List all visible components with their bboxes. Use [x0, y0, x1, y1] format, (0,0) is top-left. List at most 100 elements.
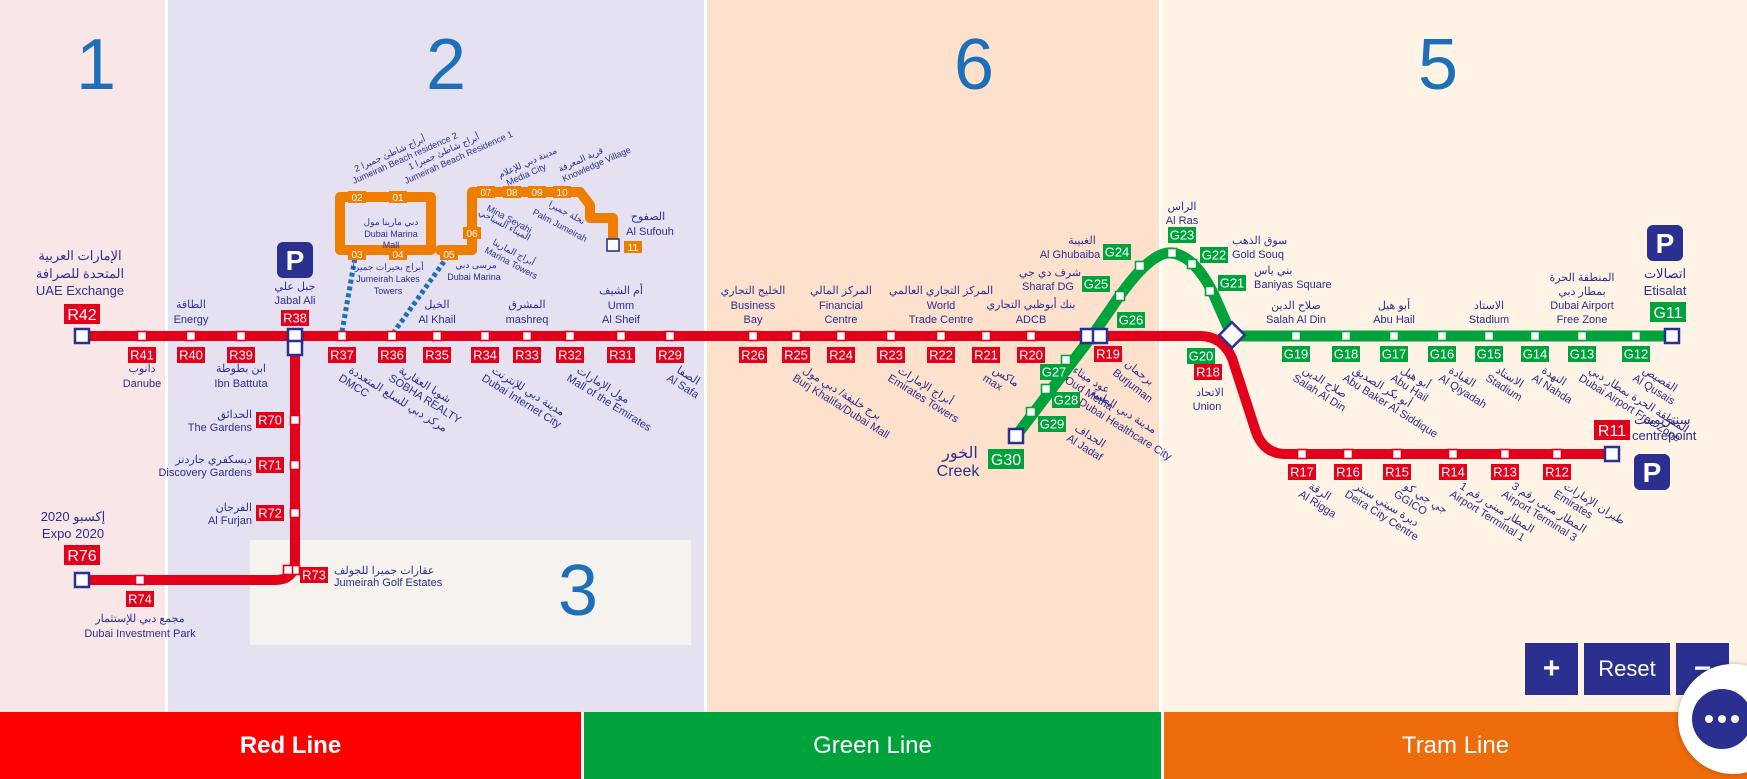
parking-icon[interactable]: P — [1647, 225, 1683, 261]
station-stop — [664, 330, 676, 342]
station-code: R13 — [1493, 465, 1517, 480]
zone-3-background — [250, 540, 691, 645]
station-code: R40 — [179, 348, 203, 363]
station-label: Dubai Investment Park — [84, 628, 196, 640]
tram-code-badge — [528, 186, 546, 198]
station-code-badge — [64, 545, 100, 565]
station-code-badge — [256, 505, 284, 521]
zone-1-label: 1 — [76, 25, 117, 105]
tram-station-code: 08 — [506, 188, 518, 199]
tram-station-code: 03 — [351, 250, 363, 261]
station-stop — [1025, 330, 1037, 342]
station-label: Jumeirah Golf Estates — [334, 577, 443, 589]
station-label: World — [927, 300, 956, 312]
station-code: G15 — [1477, 347, 1502, 362]
station-code-badge — [1200, 247, 1228, 263]
tram-connector-marina — [391, 254, 451, 334]
zoom-in-button[interactable]: + — [1525, 643, 1578, 695]
station-code-badge — [1380, 346, 1408, 362]
station-code: R41 — [130, 348, 154, 363]
station-code-badge — [656, 347, 684, 363]
station-stop — [282, 564, 294, 576]
station-code-badge — [782, 347, 810, 363]
station-label: إكسبو 2020 — [41, 509, 106, 525]
parking-icon-letter: P — [1656, 228, 1675, 259]
station-label: صلاح الدين — [1271, 300, 1321, 312]
station-stop — [1447, 448, 1459, 460]
station-label: mashreq — [506, 314, 549, 326]
station-code-badge — [1187, 348, 1215, 364]
tab-tram-line[interactable]: Tram Line — [1164, 712, 1747, 779]
station-label: سنتربوينت — [1634, 412, 1691, 428]
tram-station-code: 04 — [392, 250, 404, 261]
parking-icon[interactable]: P — [277, 242, 313, 278]
station-code-badge — [1332, 346, 1360, 362]
station-code: G30 — [991, 452, 1021, 469]
station-label: Dubai Airport — [1550, 300, 1614, 312]
station-label: Al Sufouh — [626, 226, 674, 238]
parking-icon[interactable]: P — [1634, 454, 1670, 490]
station-stop — [1296, 448, 1308, 460]
tab-green-line[interactable]: Green Line — [584, 712, 1164, 779]
station-code: R12 — [1545, 465, 1569, 480]
station-stop — [1576, 330, 1588, 342]
station-code-badge — [1428, 346, 1456, 362]
station-code: G18 — [1334, 347, 1359, 362]
station-label: Towers — [374, 286, 403, 296]
station-code: R25 — [784, 348, 808, 363]
station-stop — [1114, 290, 1126, 302]
station-code: R19 — [1096, 347, 1120, 362]
tab-red-line[interactable]: Red Line — [0, 712, 584, 779]
interchange-stop — [1663, 327, 1681, 345]
station-label: Etisalat — [1644, 283, 1687, 298]
station-code-badge — [1103, 244, 1131, 260]
station-label: Trade Centre — [909, 314, 973, 326]
tram-code-badge — [389, 248, 407, 260]
tram-code-badge — [389, 191, 407, 203]
station-stop — [1060, 354, 1072, 366]
station-stop — [935, 330, 947, 342]
tram-code-badge — [553, 186, 571, 198]
station-stop — [980, 330, 992, 342]
station-code: R74 — [128, 592, 152, 607]
tram-station-code: 07 — [480, 188, 492, 199]
station-label: بنك أبوظبي التجاري — [987, 297, 1076, 311]
station-label: جبل علي — [275, 281, 316, 293]
station-label: Energy — [174, 314, 209, 326]
interchange-stop — [1603, 445, 1621, 463]
station-code-badge — [1521, 346, 1549, 362]
tram-code-badge — [624, 241, 642, 253]
station-label: ديسكفري جاردنز — [174, 454, 252, 466]
station-code: R73 — [302, 568, 326, 583]
station-code-badge — [1194, 364, 1222, 380]
station-stop — [136, 330, 148, 342]
tram-code-badge — [440, 248, 458, 260]
station-label: Free Zone — [1557, 314, 1608, 326]
reset-button[interactable]: Reset — [1584, 643, 1670, 695]
station-stop — [134, 574, 146, 586]
station-code: G25 — [1084, 277, 1109, 292]
station-code: R17 — [1290, 465, 1314, 480]
station-stop — [747, 330, 759, 342]
station-label: مجمع دبي للإستثمار — [94, 613, 184, 625]
tram-terminus-stop — [606, 238, 620, 252]
station-code: G12 — [1624, 347, 1649, 362]
station-label: Financial — [819, 300, 863, 312]
station-stop — [1342, 448, 1354, 460]
parking-icon-letter: P — [1643, 457, 1662, 488]
tram-station-code: 05 — [443, 250, 455, 261]
station-stop — [289, 414, 301, 426]
zone-6-label: 6 — [954, 25, 995, 105]
parking-icon-shape — [1634, 454, 1670, 490]
station-code-badge — [1334, 464, 1362, 480]
station-label: Al Khail — [418, 314, 455, 326]
station-code: R24 — [829, 348, 853, 363]
station-code: R32 — [558, 348, 582, 363]
station-code: G16 — [1430, 347, 1455, 362]
station-code-badge — [128, 347, 156, 363]
station-code: R39 — [229, 348, 253, 363]
zone-2-label: 2 — [426, 25, 467, 105]
station-label: Al Ras — [1166, 215, 1199, 227]
